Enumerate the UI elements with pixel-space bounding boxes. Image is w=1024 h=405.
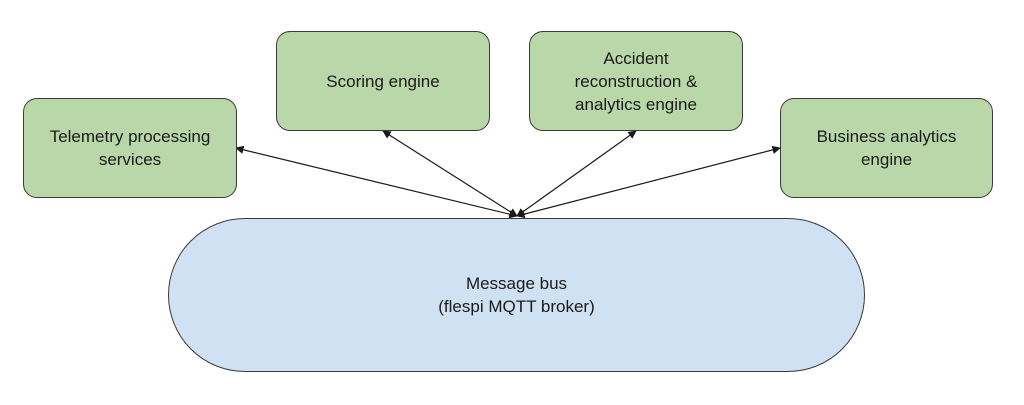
node-label-line: reconstruction & bbox=[574, 71, 698, 91]
node-label-line: Telemetry processing bbox=[49, 127, 211, 146]
accident-reconstruction-node: Accident reconstruction & analytics engi… bbox=[529, 31, 743, 131]
bus-title: Message bus bbox=[465, 274, 568, 293]
node-label-line: Business analytics bbox=[816, 127, 957, 146]
node-label-line: services bbox=[98, 150, 162, 169]
edge-bus-business bbox=[516, 145, 781, 219]
edge-bus-telemetry bbox=[235, 145, 518, 219]
scoring-engine-node: Scoring engine bbox=[276, 31, 490, 131]
edge-bus-scoring bbox=[382, 130, 518, 217]
node-label-line: Scoring engine bbox=[326, 71, 440, 91]
node-label-line: Accident bbox=[603, 48, 669, 68]
node-label-line: analytics engine bbox=[575, 94, 697, 114]
node-label-line: engine bbox=[860, 150, 913, 169]
message-bus-node: Message bus (flespi MQTT broker) bbox=[168, 218, 865, 372]
business-analytics-node: Business analytics engine bbox=[780, 98, 993, 198]
telemetry-processing-node: Telemetry processing services bbox=[23, 98, 237, 198]
edge-bus-accident bbox=[516, 130, 637, 217]
bus-subtitle: (flespi MQTT broker) bbox=[438, 297, 595, 316]
